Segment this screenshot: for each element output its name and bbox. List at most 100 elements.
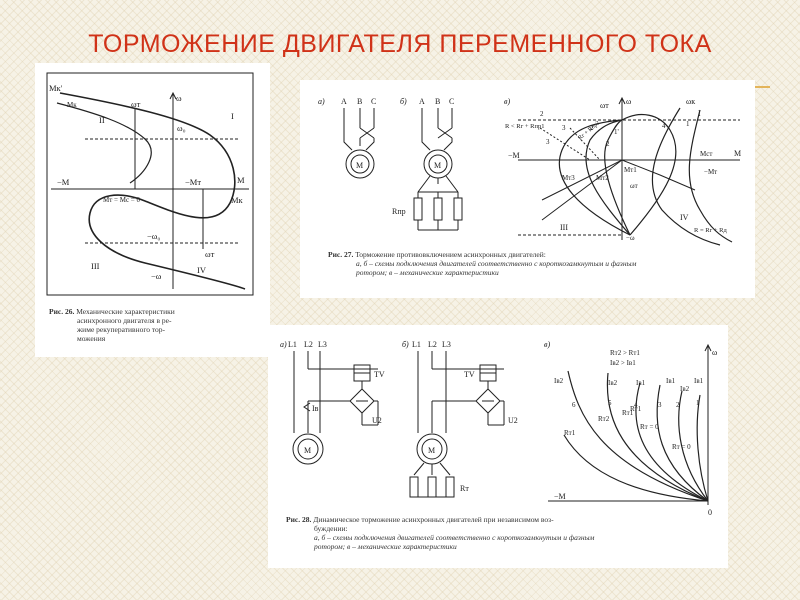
- fig26-label: ωт: [205, 249, 215, 259]
- fig28-caption-title2: буждении:: [314, 524, 348, 533]
- fig27-label: а): [318, 97, 325, 106]
- fig26-label: ω₀: [177, 123, 186, 133]
- fig27-label: 3: [562, 124, 566, 132]
- fig27-label: ωт: [600, 101, 609, 110]
- fig27-curve: [585, 119, 631, 236]
- fig26-label: ω: [176, 93, 182, 103]
- fig28-label: Iв2 > Iв1: [610, 359, 636, 367]
- fig28-label: Iв2: [680, 385, 690, 393]
- fig28-label: Rт1: [630, 405, 642, 413]
- fig26-label: I: [231, 111, 234, 121]
- fig27-label: 2: [590, 124, 594, 132]
- figure-26-diagram: Mк' Mк ω ωт ω₀ I II III IV M −M −Mт Mк M…: [46, 72, 254, 296]
- slide-title: ТОРМОЖЕНИЕ ДВИГАТЕЛЯ ПЕРЕМЕННОГО ТОКА: [88, 30, 712, 58]
- fig26-label: Mк: [67, 101, 77, 109]
- fig27-label: 3: [546, 138, 550, 146]
- fig28-label: TV: [374, 370, 385, 379]
- fig28-caption-sub: а, б – схемы подключения двигателей соот…: [314, 533, 595, 542]
- fig27-label: I: [698, 109, 701, 118]
- fig28-label: L3: [318, 340, 327, 349]
- fig27-label: III: [560, 223, 568, 232]
- fig26-curve-main: [59, 92, 246, 290]
- fig27-label: б): [400, 97, 407, 106]
- fig27-label: Mт3: [562, 174, 575, 182]
- fig28-label: 1: [696, 399, 700, 407]
- fig27-label: −Mт: [704, 168, 717, 176]
- fig28-label: Rт2 > Rт1: [610, 349, 640, 357]
- fig26-caption-num: Рис. 26.: [49, 307, 75, 316]
- figure-28-panel: а) б) в) L1 L2 L3 L1 L2 L3 TV TV Iв U2 U…: [268, 325, 728, 568]
- fig26-label: Mк': [49, 83, 63, 93]
- fig28-label: 2: [676, 401, 680, 409]
- fig28-curve-3: [656, 384, 709, 502]
- fig27-label: IV: [680, 213, 689, 222]
- fig27-label: Rпр: [392, 207, 406, 216]
- fig27-label: Mт1: [624, 166, 637, 174]
- fig27-label: 2: [540, 110, 544, 118]
- fig27-caption-title: Торможение противовключением асинхронных…: [355, 250, 546, 259]
- fig28-label: L1: [412, 340, 421, 349]
- fig27-caption-sub: а, б – схемы подключения двигателей соот…: [356, 259, 637, 268]
- fig28-curve-5: [606, 372, 709, 502]
- fig28-label: L3: [442, 340, 451, 349]
- fig27-label: 1': [614, 128, 619, 136]
- fig28-label: в): [544, 340, 550, 349]
- fig27-curve: [604, 119, 631, 236]
- fig28-label: Rт1: [622, 409, 634, 417]
- fig28-label: 3: [658, 401, 662, 409]
- fig27-label: в): [504, 97, 510, 106]
- fig28-label: Iв1: [636, 379, 646, 387]
- fig28-caption-num: Рис. 28.: [286, 515, 312, 524]
- fig26-label: −ω: [151, 271, 162, 281]
- fig26-label: II: [99, 115, 105, 125]
- fig26-label: M: [237, 175, 245, 185]
- figure-27-panel: а) б) в) A B C A B C М М Rпр ωт ω ωк −M …: [300, 80, 755, 298]
- fig28-label: 6: [572, 401, 576, 409]
- fig27-label: A: [341, 97, 347, 106]
- fig26-label: ωт: [131, 99, 141, 109]
- fig26-label: Mк: [231, 195, 244, 205]
- fig28-label: L2: [304, 340, 313, 349]
- fig28-label: U2: [372, 416, 382, 425]
- fig28-label: Iв2: [554, 377, 564, 385]
- fig27-label: М: [434, 161, 441, 170]
- fig26-frame: [46, 72, 254, 296]
- fig27-label: 2: [606, 140, 610, 148]
- fig26-label: −Mт: [185, 177, 201, 187]
- fig28-label: М: [428, 446, 435, 455]
- fig27-label: −M: [508, 151, 520, 160]
- fig27-label: −ω: [626, 234, 635, 242]
- fig26-caption-line: жиме рекуперативного тор-: [77, 325, 166, 334]
- fig27-motor-a: [345, 149, 375, 179]
- fig28-label: Iв: [312, 404, 319, 413]
- fig28-label: −M: [554, 492, 566, 501]
- fig27-line: [541, 159, 696, 201]
- fig28-label: Iв2: [608, 379, 618, 387]
- fig26-caption-line: можения: [77, 334, 106, 343]
- fig28-label: Rт1: [564, 429, 576, 437]
- fig28-label: L2: [428, 340, 437, 349]
- fig27-label: Mст: [700, 150, 712, 158]
- fig27-label: Mт2: [596, 174, 609, 182]
- fig28-curve-6: [567, 370, 709, 502]
- fig27-label: М: [356, 161, 363, 170]
- fig28-curve-rt: [563, 434, 709, 502]
- fig28-label: Rт = 0: [672, 443, 691, 451]
- figure-26-panel: Mк' Mк ω ωт ω₀ I II III IV M −M −Mт Mк M…: [35, 63, 270, 357]
- fig27-caption-num: Рис. 27.: [328, 250, 354, 259]
- fig26-curve-2: [56, 102, 152, 184]
- fig27-label: 4: [662, 122, 666, 130]
- fig27-label: ωк: [686, 97, 695, 106]
- fig28-motor-a: [292, 433, 324, 465]
- fig27-label: R = Rг + Rд: [694, 227, 728, 234]
- fig28-curve-1: [696, 394, 709, 502]
- fig28-label: L1: [288, 340, 297, 349]
- fig27-label: B: [357, 97, 362, 106]
- fig28-caption-sub: ротором; в – механические характеристики: [314, 542, 457, 551]
- fig27-label: ω: [626, 97, 631, 106]
- fig28-curve-2: [678, 390, 709, 502]
- fig27-caption-sub: ротором; в – механические характеристики: [356, 268, 499, 277]
- fig28-label: U2: [508, 416, 518, 425]
- fig27-label: A: [419, 97, 425, 106]
- fig26-label: IV: [197, 265, 207, 275]
